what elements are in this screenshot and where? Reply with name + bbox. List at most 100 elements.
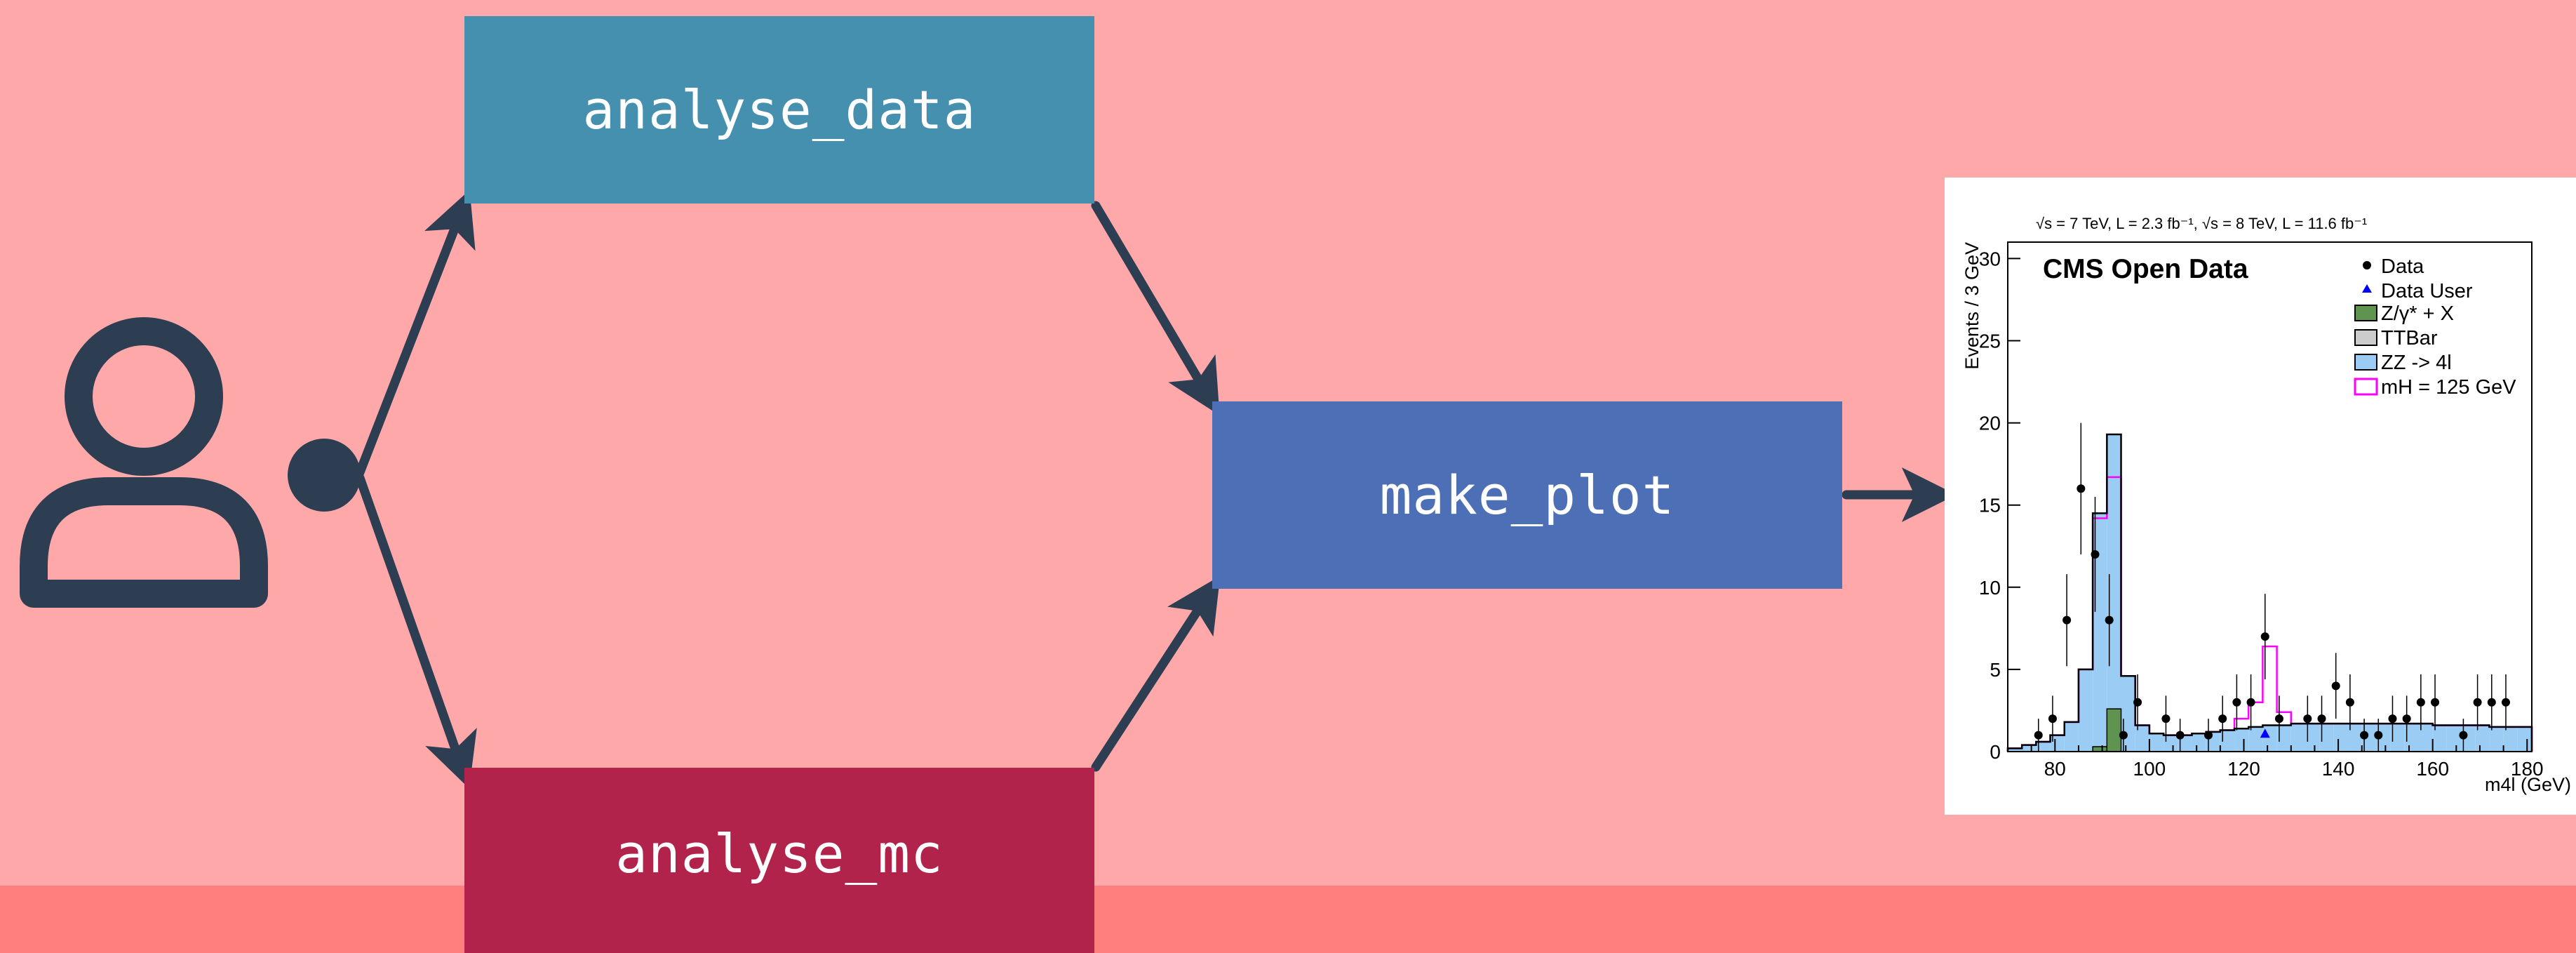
legend-marker-zx <box>2354 305 2377 321</box>
arrow-data-to-plot <box>1091 201 1220 415</box>
data-point <box>2077 484 2086 493</box>
analyse-mc-label: analyse_mc <box>615 822 944 885</box>
zz-bar <box>2248 726 2263 752</box>
data-point <box>2274 714 2283 724</box>
zz-bar <box>2022 745 2037 752</box>
data-point <box>2161 714 2171 724</box>
y-tick-label: 5 <box>1990 659 2001 681</box>
make-plot-box[interactable]: make_plot <box>1212 401 1842 589</box>
bottom-band <box>0 886 2576 953</box>
zz-bar <box>2008 748 2022 752</box>
legend-zx: Z/γ* + X <box>2381 302 2454 325</box>
data-user-point <box>2260 728 2270 738</box>
zz-bar <box>2149 733 2164 752</box>
data-point <box>2246 698 2255 707</box>
background-outline <box>2006 433 2533 752</box>
zz-bar <box>2036 741 2051 752</box>
plot-frame <box>2007 241 2533 752</box>
zz-bar <box>2107 434 2121 752</box>
make-plot-label: make_plot <box>1379 464 1675 526</box>
plot-header: √s = 7 TeV, L = 2.3 fb⁻¹, √s = 8 TeV, L … <box>2036 215 2367 232</box>
zz-bar <box>2234 728 2249 752</box>
data-point <box>2232 698 2241 707</box>
analyse-mc-box[interactable]: analyse_mc <box>464 768 1094 953</box>
legend-marker-zz <box>2354 354 2377 371</box>
x-tick-label: 160 <box>2416 758 2449 780</box>
data-point <box>2459 731 2468 740</box>
user-icon <box>20 317 268 608</box>
zx-bar <box>2092 746 2108 752</box>
data-point <box>2133 698 2142 707</box>
data-point <box>2473 698 2482 707</box>
y-tick-label: 15 <box>1979 495 2001 517</box>
zz-bar <box>2078 669 2093 752</box>
legend-higgs: mH = 125 GeV <box>2381 376 2516 399</box>
data-point <box>2048 714 2057 724</box>
zz-bar <box>2489 726 2504 752</box>
data-point <box>2331 681 2340 691</box>
zz-bar <box>2404 724 2419 752</box>
zx-bar <box>2106 708 2122 752</box>
y-tick-label: 10 <box>1979 577 2001 599</box>
data-point <box>2303 714 2312 724</box>
data-point <box>2175 731 2185 740</box>
legend-marker-ttbar <box>2354 329 2377 346</box>
y-tick-label: 20 <box>1979 413 2001 434</box>
histogram-chart: √s = 7 TeV, L = 2.3 fb⁻¹, √s = 8 TeV, L … <box>1961 215 2571 795</box>
y-tick-label: 0 <box>1990 741 2001 763</box>
x-tick-label: 80 <box>2044 758 2066 780</box>
zz-bar <box>2290 724 2305 752</box>
data-point <box>2402 714 2411 724</box>
analyse-data-label: analyse_data <box>582 79 977 141</box>
zz-bar <box>2164 735 2178 752</box>
legend-data-user: Data User <box>2381 280 2473 302</box>
zz-bar <box>2135 725 2149 752</box>
output-plot: √s = 7 TeV, L = 2.3 fb⁻¹, √s = 8 TeV, L … <box>1945 178 2576 815</box>
legend-marker-data <box>2363 261 2371 269</box>
zz-bar <box>2361 724 2376 752</box>
zz-bar <box>2064 721 2079 752</box>
legend-data: Data <box>2381 255 2424 278</box>
legend-zz: ZZ -> 4l <box>2381 352 2452 374</box>
data-point <box>2062 615 2072 625</box>
zz-bar <box>2347 724 2362 752</box>
y-tick-label: 30 <box>1979 248 2001 269</box>
zz-bar <box>2050 735 2065 752</box>
zz-bar <box>2375 724 2391 752</box>
zz-bar <box>2319 724 2334 752</box>
x-tick-label: 180 <box>2511 758 2544 780</box>
zz-bar <box>2305 724 2320 752</box>
y-tick-label: 25 <box>1979 331 2001 352</box>
y-axis-label: Events / 3 GeV <box>1961 242 1983 370</box>
data-point <box>2487 698 2496 707</box>
legend: Data Data User Z/γ* + X TTBar ZZ -> 4l m… <box>2354 255 2516 399</box>
data-point <box>2416 698 2425 707</box>
zz-bar <box>2503 726 2518 752</box>
zz-bar <box>2192 733 2206 752</box>
arrow-to-analyse-mc <box>355 473 477 789</box>
zz-bar <box>2276 725 2291 752</box>
zz-bar <box>2432 725 2447 752</box>
arrow-to-analyse-data <box>355 189 476 477</box>
data-point <box>2034 731 2043 740</box>
data-point <box>2091 549 2100 559</box>
data-point <box>2260 632 2269 641</box>
data-point <box>2119 731 2128 740</box>
data-point <box>2105 615 2114 625</box>
data-point <box>2317 714 2326 724</box>
legend-marker-higgs <box>2354 378 2378 396</box>
data-point <box>2204 731 2213 740</box>
x-axis-label: m4l (GeV) <box>2485 774 2571 795</box>
data-point <box>2218 714 2227 724</box>
data-point <box>2374 731 2383 740</box>
zz-bar <box>2093 513 2107 752</box>
x-tick-label: 120 <box>2227 758 2260 780</box>
zz-bar <box>2390 724 2405 752</box>
data-point <box>2345 698 2354 707</box>
data-point <box>2360 731 2369 740</box>
x-tick-label: 140 <box>2322 758 2355 780</box>
zz-bar <box>2333 724 2348 752</box>
analyse-data-box[interactable]: analyse_data <box>464 16 1094 204</box>
data-point <box>2431 698 2440 707</box>
legend-marker-data-user <box>2362 284 2372 293</box>
